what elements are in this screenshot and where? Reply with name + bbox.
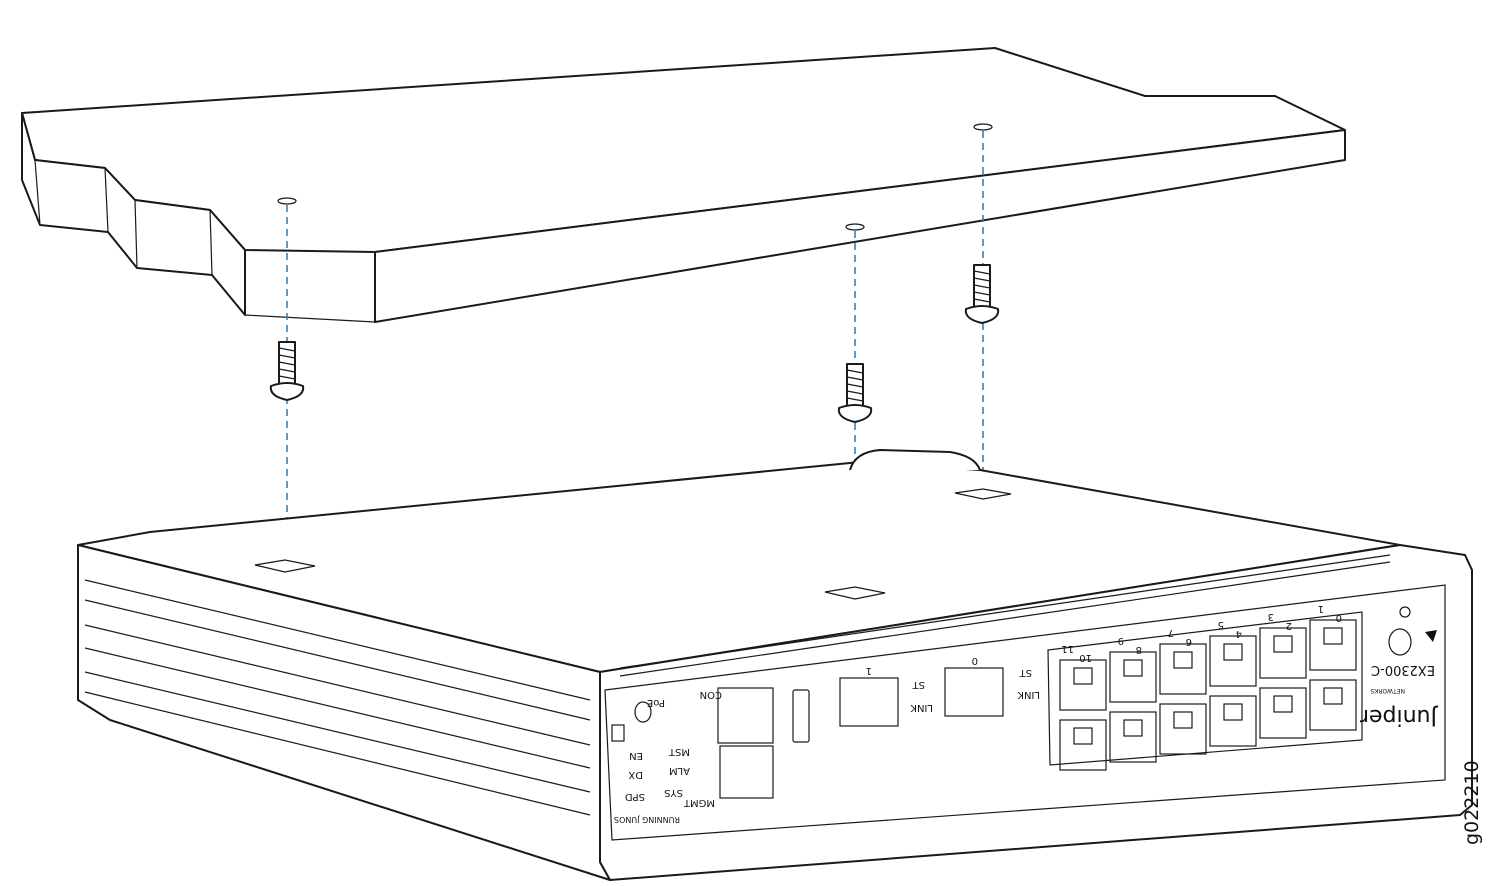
sfp1-st-label: ST [912,679,925,690]
sfp-port[interactable] [944,667,1004,717]
port-latch [1273,695,1293,713]
led-sys: SYS [664,787,683,798]
port-latch [1123,719,1143,737]
ethernet-port[interactable] [1159,703,1207,755]
sfp0-st-label: ST [1019,667,1032,678]
port-number-label: 7 [1168,627,1174,638]
con-label: CON [700,689,722,700]
port-number-label: 8 [1136,644,1142,655]
juniper-logo-icon [1425,630,1437,642]
ethernet-port[interactable] [1309,619,1357,671]
model-label: EX2300-C [1371,662,1435,677]
brand-sub: NETWORKS [1370,687,1405,694]
ethernet-port[interactable] [1209,635,1257,687]
ethernet-port[interactable] [1259,627,1307,679]
port-latch [1073,727,1093,745]
sfp1-label: 1 [866,665,872,676]
front-panel-labels: EX2300-C Juniper NETWORKS ST LINK ST LIN… [614,603,1439,824]
sfp-port[interactable] [839,677,899,727]
port-latch [1173,711,1193,729]
port-number-label: 9 [1118,635,1124,646]
poe-label: PoE [647,697,665,708]
port-number-label: 0 [1336,612,1342,623]
port-number-label: 6 [1186,636,1192,647]
port-number-label: 4 [1236,628,1242,639]
sfp1-link-label: LINK [910,702,933,713]
led-spd: SPD [625,791,645,802]
screw-icon [837,363,873,423]
led-en: EN [629,750,643,761]
ethernet-ports [1047,611,1363,771]
con-port[interactable] [717,687,774,744]
port-latch [1323,687,1343,705]
screws [269,264,1000,423]
port-latch [1223,703,1243,721]
port-number-label: 5 [1218,619,1224,630]
led-dx: DX [628,769,643,780]
vent-slots [84,579,591,816]
ethernet-port[interactable] [1059,719,1107,771]
ethernet-port[interactable] [1109,711,1157,763]
ethernet-port[interactable] [1109,651,1157,703]
port-number-label: 1 [1318,603,1324,614]
port-number-label: 11 [1061,643,1074,654]
ethernet-port[interactable] [1209,695,1257,747]
led-mst: MST [668,746,690,757]
port-number-label: 2 [1286,620,1292,631]
mounting-shelf [21,47,1346,323]
mgmt-label: MGMT [683,797,715,808]
led-alm: ALM [669,765,690,776]
running-junos-label: RUNNING JUNOS [614,815,680,824]
ethernet-port[interactable] [1259,687,1307,739]
sfp0-link-label: LINK [1017,689,1040,700]
port-latch [1223,643,1243,661]
port-latch [1323,627,1343,645]
usb-port[interactable] [792,689,810,743]
screw-icon [964,264,1000,324]
mgmt-port[interactable] [719,745,774,799]
screw-icon [269,341,305,401]
port-block [1047,611,1363,766]
port-number-label: 3 [1268,611,1274,622]
ethernet-port[interactable] [1059,659,1107,711]
sfp0-label: 0 [972,655,978,666]
brand-logo: Juniper [1359,704,1439,729]
port-latch [1123,659,1143,677]
port-number-label: 10 [1079,652,1092,663]
figure-id: g022210 [1461,760,1483,845]
ethernet-port[interactable] [1309,679,1357,731]
port-latch [1273,635,1293,653]
port-latch [1173,651,1193,669]
mode-button[interactable] [611,724,625,742]
port-latch [1073,667,1093,685]
switch-chassis [77,449,1473,881]
ethernet-port[interactable] [1159,643,1207,695]
